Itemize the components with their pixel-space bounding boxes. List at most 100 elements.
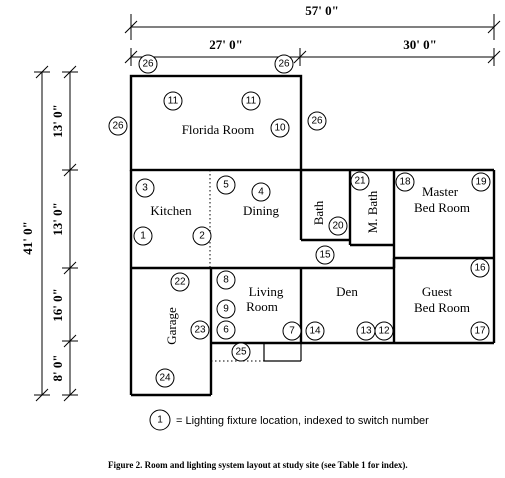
legend: 1 = Lighting fixture location, indexed t… bbox=[149, 409, 429, 431]
fixture-number: 23 bbox=[194, 325, 206, 336]
fixture-marker: 21 bbox=[350, 171, 370, 191]
fixture-number: 12 bbox=[378, 326, 390, 337]
fixture-number: 6 bbox=[223, 325, 229, 336]
fixture-marker: 10 bbox=[270, 118, 290, 138]
fixture-marker: 15 bbox=[315, 245, 335, 265]
left-width-label: 27' 0" bbox=[209, 37, 243, 52]
fixture-number: 1 bbox=[140, 231, 146, 242]
fixture-circle bbox=[328, 216, 348, 236]
fixture-circle bbox=[374, 321, 394, 341]
fixture-number: 2 bbox=[199, 231, 205, 242]
fixture-number: 20 bbox=[332, 221, 344, 232]
fixture-circle bbox=[395, 172, 415, 192]
fixture-marker: 4 bbox=[251, 182, 271, 202]
fixture-circle bbox=[307, 111, 327, 131]
fixture-marker: 11 bbox=[241, 91, 261, 111]
fixture-marker: 24 bbox=[155, 368, 175, 388]
legend-fixture-number: 1 bbox=[157, 415, 163, 426]
fixture-circle bbox=[216, 299, 236, 319]
fixture-circle bbox=[471, 172, 491, 192]
fixture-number: 16 bbox=[474, 263, 486, 274]
figure-caption: Figure 2. Room and lighting system layou… bbox=[108, 460, 408, 470]
fixture-number: 26 bbox=[311, 116, 323, 127]
left-dimensions: 41' 0" 13' 0" 13' 0" 16' 0" 8' 0" bbox=[20, 65, 78, 402]
room-label-garage: Garage bbox=[164, 307, 179, 345]
fixture-marker: 6 bbox=[216, 320, 236, 340]
fixture-number: 7 bbox=[289, 326, 295, 337]
fixture-number: 25 bbox=[235, 347, 247, 358]
right-width-label: 30' 0" bbox=[403, 37, 437, 52]
fixture-marker: 23 bbox=[190, 320, 210, 340]
fixture-number: 11 bbox=[246, 96, 257, 107]
fixture-number: 4 bbox=[258, 187, 264, 198]
room-label-florida: Florida Room bbox=[182, 122, 255, 137]
fixture-marker: 18 bbox=[395, 172, 415, 192]
fixture-number: 5 bbox=[223, 180, 229, 191]
fixture-circle bbox=[231, 342, 251, 362]
room-label-living-1: Living bbox=[249, 284, 284, 299]
fixture-circle bbox=[138, 54, 158, 74]
top-dimensions: 57' 0" 27' 0" 30' 0" bbox=[124, 3, 501, 66]
room-label-guest-2: Bed Room bbox=[414, 300, 470, 315]
fixture-circle bbox=[282, 321, 302, 341]
fixture-marker: 26 bbox=[138, 54, 158, 74]
segment-1-label: 13' 0" bbox=[50, 104, 65, 138]
room-label-living-2: Room bbox=[246, 299, 278, 314]
fixture-marker: 12 bbox=[374, 321, 394, 341]
overall-width-label: 57' 0" bbox=[305, 3, 339, 18]
room-label-master-1: Master bbox=[422, 184, 459, 199]
fixture-marker: 22 bbox=[170, 272, 190, 292]
fixture-circle bbox=[241, 91, 261, 111]
segment-4-label: 8' 0" bbox=[50, 354, 65, 381]
fixture-circle bbox=[270, 118, 290, 138]
fixture-circle bbox=[163, 91, 183, 111]
fixture-circle bbox=[108, 116, 128, 136]
fixture-marker: 2 bbox=[192, 226, 212, 246]
legend-text: = Lighting fixture location, indexed to … bbox=[176, 415, 429, 427]
fixture-number: 14 bbox=[309, 326, 321, 337]
fixture-marker: 19 bbox=[471, 172, 491, 192]
room-label-den: Den bbox=[336, 284, 358, 299]
fixture-circle bbox=[470, 321, 490, 341]
segment-2-label: 13' 0" bbox=[50, 202, 65, 236]
fixture-marker: 5 bbox=[216, 175, 236, 195]
room-label-bath: Bath bbox=[311, 200, 326, 225]
fixture-marker: 13 bbox=[356, 321, 376, 341]
fixture-number: 22 bbox=[174, 277, 186, 288]
fixture-circle bbox=[190, 320, 210, 340]
fixture-number: 11 bbox=[168, 96, 179, 107]
fixture-circle bbox=[274, 54, 294, 74]
fixture-number: 17 bbox=[474, 326, 486, 337]
fixture-circle bbox=[135, 178, 155, 198]
fixture-marker: 9 bbox=[216, 299, 236, 319]
fixture-number: 13 bbox=[360, 326, 372, 337]
fixture-circle bbox=[216, 270, 236, 290]
fixture-circle bbox=[251, 182, 271, 202]
fixture-marker: 3 bbox=[135, 178, 155, 198]
fixture-marker: 1 bbox=[133, 226, 153, 246]
fixture-circle bbox=[192, 226, 212, 246]
fixture-circle bbox=[470, 258, 490, 278]
fixture-number: 19 bbox=[475, 177, 487, 188]
fixture-marker: 14 bbox=[305, 321, 325, 341]
fixture-circle bbox=[155, 368, 175, 388]
fixture-number: 24 bbox=[159, 373, 171, 384]
fixture-circle bbox=[170, 272, 190, 292]
legend-fixture-icon bbox=[149, 409, 171, 431]
overall-height-label: 41' 0" bbox=[20, 221, 35, 255]
fixture-circle bbox=[216, 175, 236, 195]
fixture-marker: 7 bbox=[282, 321, 302, 341]
room-label-master-2: Bed Room bbox=[414, 200, 470, 215]
fixture-marker: 26 bbox=[307, 111, 327, 131]
fixture-marker: 25 bbox=[231, 342, 251, 362]
fixture-marker: 20 bbox=[328, 216, 348, 236]
fixture-circle bbox=[216, 320, 236, 340]
segment-3-label: 16' 0" bbox=[50, 288, 65, 322]
fixture-marker: 17 bbox=[470, 321, 490, 341]
room-labels: Florida Room Kitchen Dining Bath M. Bath… bbox=[150, 122, 470, 345]
fixture-circle bbox=[350, 171, 370, 191]
fixture-circle bbox=[305, 321, 325, 341]
fixture-marker: 26 bbox=[108, 116, 128, 136]
